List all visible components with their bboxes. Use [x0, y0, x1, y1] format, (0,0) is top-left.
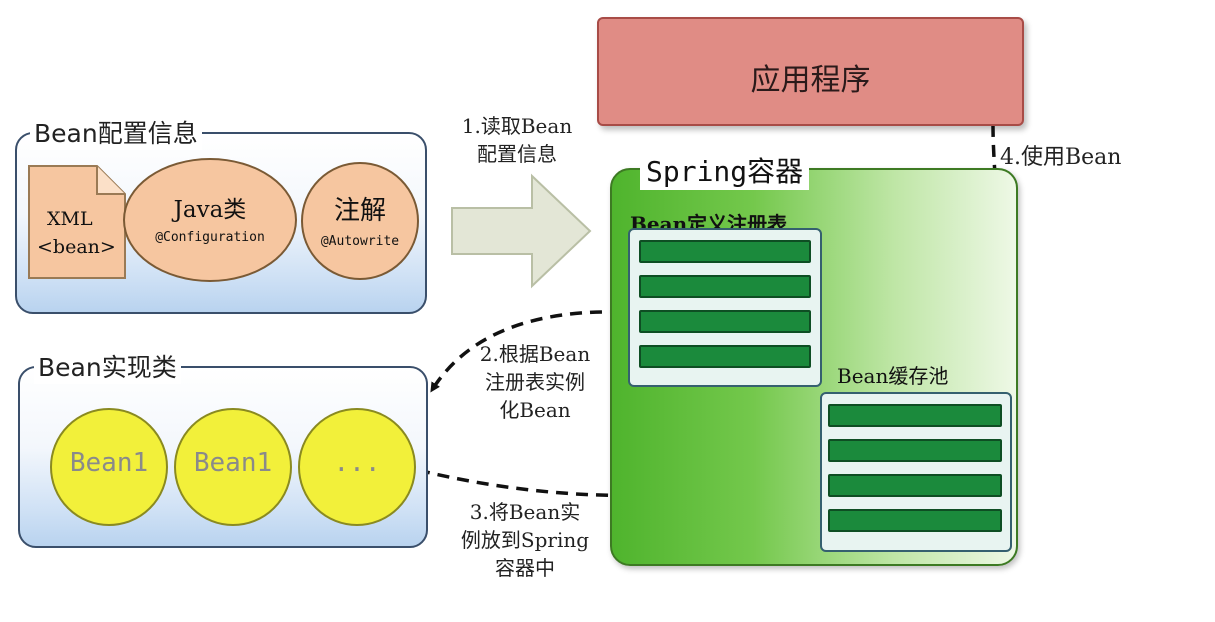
- step1-line1: 1.读取Bean: [461, 114, 573, 138]
- bean-circle-1-label: Bean1: [69, 448, 149, 478]
- step2-line3: 化Bean: [499, 398, 571, 422]
- spring-container-title: Spring容器: [640, 150, 810, 190]
- application-label: 应用程序: [750, 63, 871, 98]
- step3-label: 3.将Bean实 例放到Spring 容器中: [450, 498, 600, 582]
- cache-row: [828, 439, 1002, 462]
- annotation-sub: @Autowrite: [320, 234, 400, 249]
- bean-cache-pool: [820, 392, 1012, 552]
- annotation-title: 注解: [333, 196, 386, 226]
- instantiate-bean-arrow: [430, 310, 623, 393]
- registry-row: [639, 275, 811, 298]
- step2-line1: 2.根据Bean: [479, 342, 591, 366]
- cache-row: [828, 404, 1002, 427]
- annotation-ellipse: 注解 @Autowrite: [301, 162, 419, 280]
- step3-line3: 容器中: [495, 556, 555, 580]
- bean-circle-2: Bean1: [174, 408, 292, 526]
- step4-label: 4.使用Bean: [1000, 144, 1121, 172]
- bean-circle-3-label: ...: [333, 448, 381, 478]
- xml-line1: XML: [47, 208, 93, 230]
- xml-line2: <bean>: [37, 236, 116, 258]
- bean-impl-title: Bean实现类: [34, 348, 181, 384]
- java-class-sub: @Configuration: [155, 230, 265, 245]
- step1-line2: 配置信息: [477, 142, 557, 166]
- java-class-ellipse: Java类 @Configuration: [123, 158, 297, 282]
- step4-line1: 4.使用Bean: [1000, 145, 1122, 170]
- bean-circle-2-label: Bean1: [193, 448, 273, 478]
- java-class-title: Java类: [173, 197, 247, 223]
- read-config-block-arrow: [451, 173, 592, 289]
- bean-circle-3: ...: [298, 408, 416, 526]
- bean-config-title: Bean配置信息: [30, 114, 202, 150]
- registry-row: [639, 310, 811, 333]
- cache-row: [828, 509, 1002, 532]
- registry-row: [639, 345, 811, 368]
- step2-line2: 注册表实例: [485, 370, 585, 394]
- bean-impl-panel: Bean1 Bean1 ...: [18, 366, 428, 548]
- bean-config-panel: XML <bean> Java类 @Configuration 注解 @Auto…: [15, 132, 427, 314]
- spring-container: Bean定义注册表 Bean缓存池: [610, 168, 1018, 566]
- step2-label: 2.根据Bean 注册表实例 化Bean: [470, 340, 600, 424]
- bean-circle-1: Bean1: [50, 408, 168, 526]
- step1-label: 1.读取Bean 配置信息: [452, 112, 582, 168]
- application-box: 应用程序: [597, 17, 1024, 126]
- registry-row: [639, 240, 811, 263]
- step3-line2: 例放到Spring: [460, 528, 590, 552]
- bean-definition-registry: [628, 228, 822, 387]
- cache-row: [828, 474, 1002, 497]
- cache-label: Bean缓存池: [837, 364, 949, 388]
- step3-line1: 3.将Bean实: [469, 500, 581, 524]
